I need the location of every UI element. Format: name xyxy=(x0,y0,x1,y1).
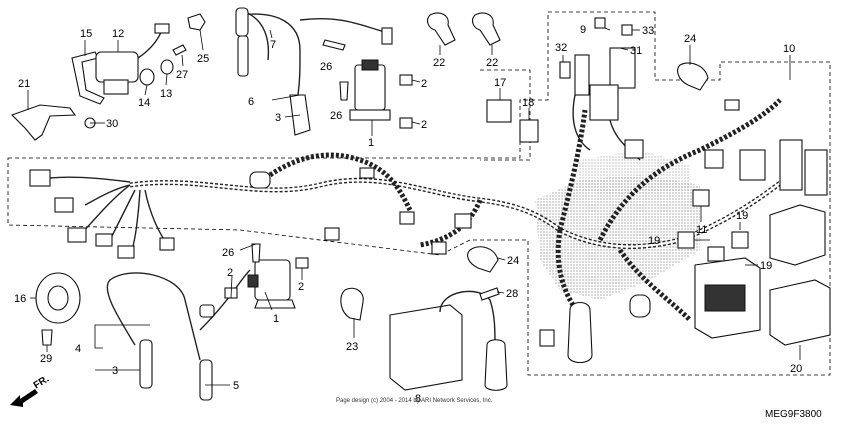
callout-29: 29 xyxy=(40,353,52,365)
shaded-region xyxy=(535,175,700,300)
part-16-horn xyxy=(35,272,81,324)
callout-20: 20 xyxy=(790,363,802,375)
part-2-clip-mid xyxy=(399,117,413,129)
part-27-bolt xyxy=(172,44,187,56)
lower-harness-parts xyxy=(539,294,651,364)
part-18-relay xyxy=(519,119,539,143)
part-2-clip-upper xyxy=(399,74,413,86)
callout-17: 17 xyxy=(494,77,506,89)
band-24-lower xyxy=(467,246,499,273)
callout-4: 4 xyxy=(75,343,81,355)
front-direction-label: FR. xyxy=(32,374,52,392)
shaded-region-2 xyxy=(575,150,690,195)
part-26-bolt-lower xyxy=(251,243,261,263)
callout-26-lower: 26 xyxy=(222,247,234,259)
part-box-upper-right xyxy=(769,204,826,266)
front-direction-arrow xyxy=(10,389,38,407)
copyright-notice: Page design (c) 2004 - 2014 by ARI Netwo… xyxy=(336,398,493,404)
part-28-bolt xyxy=(479,287,500,301)
plug-cap-wire-upper xyxy=(235,7,393,136)
part-25-clip xyxy=(187,13,206,31)
callout-10: 10 xyxy=(783,43,795,55)
part-20-ecu xyxy=(769,279,831,346)
ignition-coil-upper xyxy=(349,59,391,121)
band-23 xyxy=(340,287,364,321)
callout-19-b: 19 xyxy=(736,210,748,222)
callout-1-lower: 1 xyxy=(273,313,279,325)
callout-8: 8 xyxy=(415,393,421,405)
part-17-relay xyxy=(486,99,512,123)
ignition-coil-lower xyxy=(247,259,296,309)
callout-18: 18 xyxy=(522,97,534,109)
relay-box-lower xyxy=(694,257,761,339)
callout-21: 21 xyxy=(18,78,30,90)
callout-labels: 15 12 21 14 13 27 25 30 7 6 3 26 26 1 2 … xyxy=(14,24,802,405)
part-13-collar xyxy=(160,59,174,75)
callout-24-lower: 24 xyxy=(507,255,519,267)
band-clips-22 xyxy=(426,12,501,46)
part-11-relay xyxy=(692,189,710,207)
part-29-bolt xyxy=(41,329,53,346)
part-19-relay-b xyxy=(731,231,749,249)
right-connectors xyxy=(624,99,828,196)
plug-cap-wire-lower xyxy=(106,269,251,401)
relay-frame xyxy=(480,69,531,161)
callout-23: 23 xyxy=(346,341,358,353)
callout-26-upper: 26 xyxy=(320,61,332,73)
callout-6: 6 xyxy=(248,96,254,108)
callout-13: 13 xyxy=(160,88,172,100)
part-26-bolt-middle xyxy=(339,81,349,101)
callout-3-upper: 3 xyxy=(275,112,281,124)
callout-28: 28 xyxy=(506,288,518,300)
callout-1-upper: 1 xyxy=(368,137,374,149)
callout-19-c: 19 xyxy=(760,260,772,272)
part-14-grommet xyxy=(139,68,155,86)
callout-16: 16 xyxy=(14,293,26,305)
part-21-bracket xyxy=(10,104,77,141)
callout-19-a: 19 xyxy=(648,235,660,247)
callout-7: 7 xyxy=(270,39,276,51)
part-26-bolt-upper xyxy=(322,39,346,51)
part-19-relay-a xyxy=(677,231,695,249)
callout-33: 33 xyxy=(642,25,654,37)
callout-2-lower-a: 2 xyxy=(227,267,233,279)
callout-24-upper: 24 xyxy=(684,33,696,45)
callout-2-upper-b: 2 xyxy=(421,119,427,131)
callout-3-lower: 3 xyxy=(112,365,118,377)
band-24-upper xyxy=(677,62,709,91)
leader-lines xyxy=(27,27,801,386)
callout-31: 31 xyxy=(630,45,642,57)
callout-25: 25 xyxy=(197,53,209,65)
fuse-box-assembly xyxy=(559,17,641,161)
callout-2-lower-b: 2 xyxy=(298,281,304,293)
callout-2-upper-a: 2 xyxy=(421,78,427,90)
callout-15: 15 xyxy=(80,28,92,40)
regulator-rectifier xyxy=(389,290,508,391)
catalog-code: MEG9F3800 xyxy=(765,409,822,420)
callout-9: 9 xyxy=(580,24,586,36)
callout-12: 12 xyxy=(112,28,124,40)
callout-32: 32 xyxy=(555,42,567,54)
callout-11: 11 xyxy=(696,224,707,236)
callout-14: 14 xyxy=(138,97,150,109)
callout-27: 27 xyxy=(176,69,188,81)
part-12-unit xyxy=(95,23,170,95)
callout-26-mid: 26 xyxy=(330,110,342,122)
callout-22-b: 22 xyxy=(486,57,498,69)
part-2-clip-lower-b xyxy=(295,257,309,269)
part-19-relay-c xyxy=(707,246,725,262)
callout-22-a: 22 xyxy=(433,57,445,69)
left-connectors xyxy=(29,167,472,259)
callout-5: 5 xyxy=(233,380,239,392)
callout-30: 30 xyxy=(106,118,118,130)
part-15-bracket xyxy=(71,51,105,105)
